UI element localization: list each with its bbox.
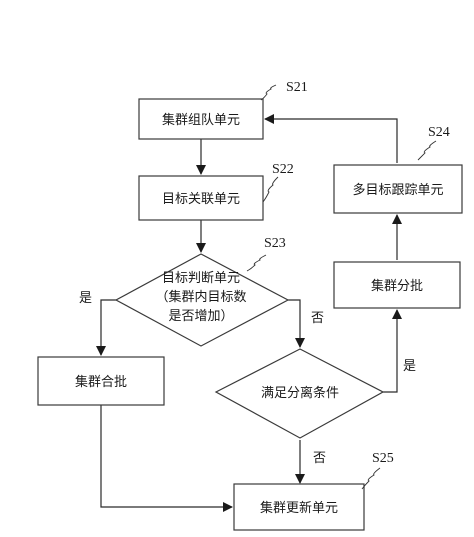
squiggle-s22 <box>262 176 279 203</box>
node-cluster-formation-label: 集群组队单元 <box>162 112 240 128</box>
squiggle-s25 <box>361 467 381 490</box>
node-target-association: 目标关联单元 <box>138 175 264 221</box>
squiggle-s21 <box>260 84 277 101</box>
branch-label-judgment-no: 否 <box>311 311 324 326</box>
squiggle-s24 <box>417 140 437 161</box>
edge-separation-yes <box>383 309 402 393</box>
node-separation-condition-label: 满足分离条件 <box>261 385 339 401</box>
edge-judgment-yes <box>96 299 116 356</box>
edge-merge-to-update <box>100 405 233 512</box>
node-multi-target-tracking: 多目标跟踪单元 <box>333 164 463 214</box>
node-cluster-update: 集群更新单元 <box>233 483 365 531</box>
node-multi-target-tracking-label: 多目标跟踪单元 <box>352 182 443 198</box>
step-label-s22: S22 <box>272 162 294 177</box>
branch-label-judgment-yes: 是 <box>79 291 92 306</box>
step-label-s25: S25 <box>372 451 394 466</box>
node-cluster-split: 集群分批 <box>333 261 461 309</box>
node-target-judgment-line-3: 是否增加） <box>168 309 233 324</box>
step-label-s21: S21 <box>286 80 308 95</box>
node-target-judgment-line-1: 目标判断单元 <box>162 271 240 286</box>
node-cluster-merge: 集群合批 <box>37 356 165 406</box>
node-separation-condition: 满足分离条件 <box>214 348 385 439</box>
branch-label-separation-yes: 是 <box>403 359 416 374</box>
step-label-s23: S23 <box>264 236 286 251</box>
node-cluster-formation: 集群组队单元 <box>138 98 264 140</box>
node-cluster-split-label: 集群分批 <box>371 278 423 294</box>
edge-tracking-to-formation <box>264 114 398 163</box>
edge-judgment-no <box>288 299 305 348</box>
node-target-association-label: 目标关联单元 <box>162 192 240 207</box>
node-target-judgment: 目标判断单元 （集群内目标数 是否增加） <box>114 253 290 347</box>
squiggle-s23 <box>246 254 267 272</box>
branch-label-separation-no: 否 <box>313 451 326 466</box>
node-cluster-merge-label: 集群合批 <box>75 374 127 390</box>
node-target-judgment-line-2: （集群内目标数 <box>155 289 246 305</box>
step-label-s24: S24 <box>428 125 450 140</box>
node-cluster-update-label: 集群更新单元 <box>260 500 338 516</box>
